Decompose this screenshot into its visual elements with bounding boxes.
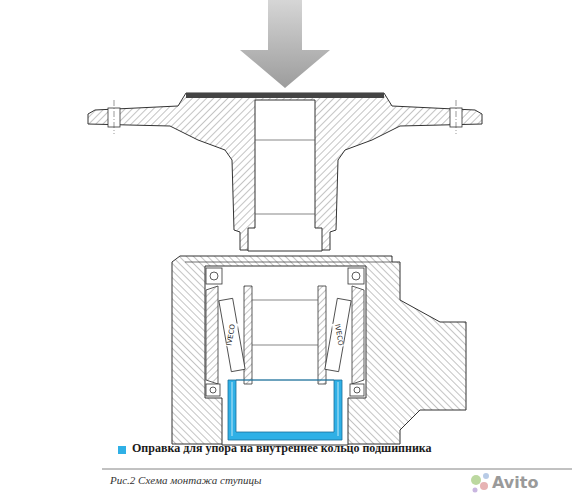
watermark: Avito <box>492 474 538 492</box>
hub-section <box>88 93 482 250</box>
mandrel-highlight <box>338 382 339 436</box>
tapered-roller <box>325 298 351 371</box>
axis-line <box>114 100 115 134</box>
inner-ring-line <box>252 345 318 346</box>
mandrel <box>228 380 342 440</box>
press-arrow <box>240 0 330 88</box>
snap-ring <box>206 268 364 396</box>
tapered-roller <box>219 298 245 371</box>
figure-caption: Рис.2 Схема монтажа ступицы <box>110 474 261 486</box>
bore-edge <box>255 140 315 141</box>
watermark-logo <box>471 473 489 493</box>
axis-line <box>456 100 457 134</box>
housing-edge <box>185 262 392 263</box>
bearing-outer-race <box>206 286 218 384</box>
caption-rule <box>102 469 572 470</box>
housing-cavity <box>205 266 366 445</box>
inner-ring-line <box>252 300 318 301</box>
legend-swatch <box>118 446 126 454</box>
mandrel-highlight <box>232 382 233 436</box>
bearing-outer-race <box>352 286 364 384</box>
legend-text: Оправка для упора на внутреннее кольцо п… <box>132 442 432 455</box>
hub-cap <box>186 93 384 98</box>
housing-section <box>172 256 466 444</box>
bore-edge <box>255 214 315 215</box>
hub-bore <box>248 100 322 251</box>
